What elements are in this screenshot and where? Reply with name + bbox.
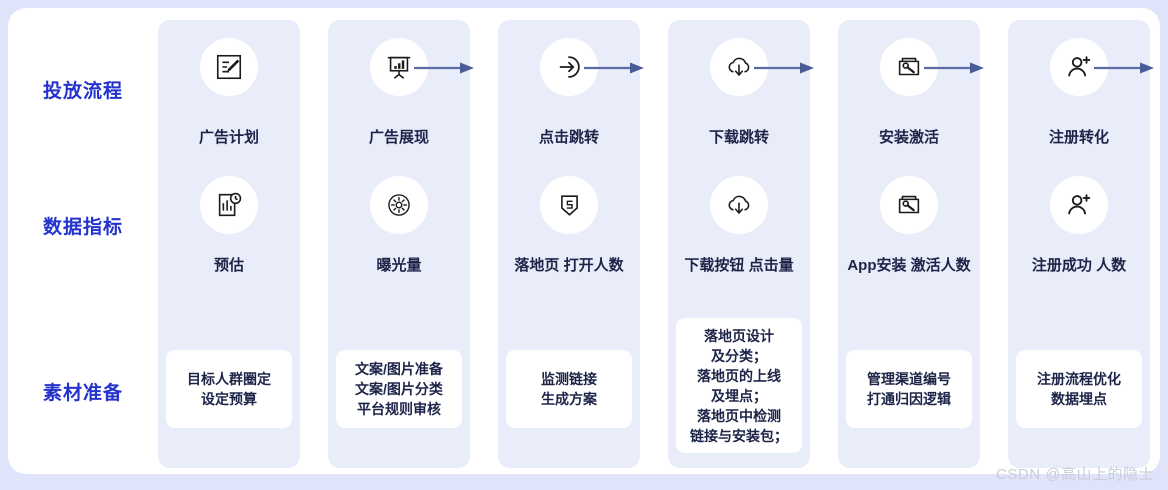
metric-title: 下载按钮 点击量 <box>684 257 794 274</box>
stage-title: 注册转化 <box>1048 129 1109 146</box>
arrow-right-icon <box>414 61 476 75</box>
row-label-material: 素材准备 <box>42 383 123 404</box>
stage-column-6[interactable]: 注册转化 注册成功 人数 注册流程优化 数据埋点 <box>1008 20 1150 468</box>
cloud-download-icon <box>710 176 768 234</box>
stage-column-4[interactable]: 下载跳转 下载按钮 点击量 落地页设计 及分类； 落地页的上线 及埋点； 落地页… <box>668 20 810 468</box>
metric-title: 注册成功 人数 <box>1031 257 1127 274</box>
stage-title: 下载跳转 <box>708 129 769 146</box>
material-card: 目标人群圈定 设定预算 <box>166 350 292 428</box>
row-label-flow: 投放流程 <box>42 81 123 102</box>
metric-title: 落地页 打开人数 <box>514 257 624 274</box>
metric-title: App安装 激活人数 <box>847 257 971 274</box>
stage-title: 安装激活 <box>878 129 939 146</box>
arrow-right-icon <box>1094 61 1156 75</box>
user-add-icon <box>1050 176 1108 234</box>
toolbox-wrench-icon <box>880 176 938 234</box>
diagram-board: 投放流程 数据指标 素材准备 广告计划 <box>8 8 1160 474</box>
stage-column-1[interactable]: 广告计划 预估 目标人群圈定 设定预算 <box>158 20 300 468</box>
plan-edit-icon <box>200 38 258 96</box>
metric-title: 预估 <box>213 257 244 274</box>
row-label-metric: 数据指标 <box>42 217 123 238</box>
arrow-right-icon <box>924 61 986 75</box>
arrow-right-icon <box>754 61 816 75</box>
metric-title: 曝光量 <box>376 257 422 274</box>
material-card: 注册流程优化 数据埋点 <box>1016 350 1142 428</box>
arrow-right-icon <box>584 61 646 75</box>
material-card: 文案/图片准备 文案/图片分类 平台规则审核 <box>336 350 462 428</box>
stage-title: 广告展现 <box>368 129 429 146</box>
stage-title: 广告计划 <box>198 129 259 146</box>
stage-column-3[interactable]: 点击跳转 落地页 打开人数 监测链接 生成方案 <box>498 20 640 468</box>
stage-column-2[interactable]: 广告展现 曝光量 文案/图片 <box>328 20 470 468</box>
html5-shield-icon <box>540 176 598 234</box>
stage-column-5[interactable]: 安装激活 App安装 激活人数 管理渠道编号 打通归因逻辑 <box>838 20 980 468</box>
stage-title: 点击跳转 <box>538 129 599 146</box>
material-card: 监测链接 生成方案 <box>506 350 632 428</box>
chart-clock-icon <box>200 176 258 234</box>
material-card: 管理渠道编号 打通归因逻辑 <box>846 350 972 428</box>
material-card: 落地页设计 及分类； 落地页的上线 及埋点； 落地页中检测 链接与安装包； <box>676 318 802 453</box>
brightness-circle-icon <box>370 176 428 234</box>
stage-columns: 广告计划 预估 目标人群圈定 设定预算 <box>158 20 1160 468</box>
row-label-column: 投放流程 数据指标 素材准备 <box>8 8 158 474</box>
